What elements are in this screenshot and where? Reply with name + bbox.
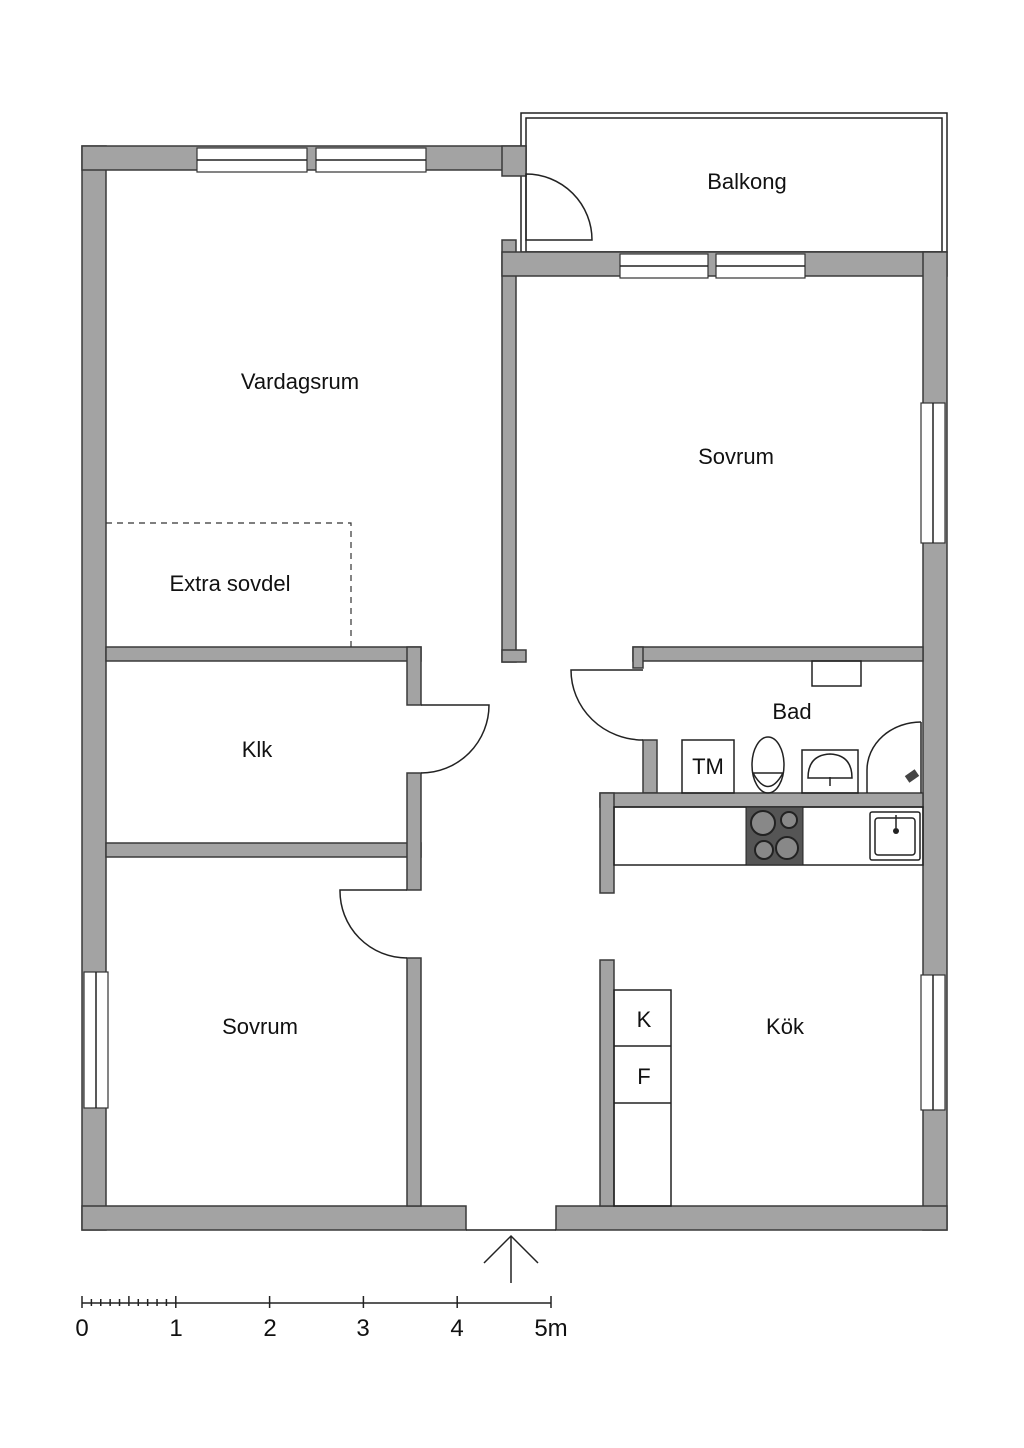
room-label-extra-sovdel: Extra sovdel bbox=[169, 571, 290, 596]
entrance-arrow-icon bbox=[483, 1234, 539, 1283]
scale-bar bbox=[81, 1296, 552, 1308]
room-label-vardagsrum: Vardagsrum bbox=[241, 369, 359, 394]
bedroom-door[interactable] bbox=[339, 889, 408, 959]
extra-sleeping-area-outline bbox=[106, 522, 352, 647]
scale-label: 2 bbox=[263, 1315, 276, 1342]
kitchen-fixtures bbox=[613, 806, 924, 1207]
sink-icon bbox=[869, 811, 921, 861]
room-label-sovrum: Sovrum bbox=[698, 444, 774, 469]
balcony-door[interactable] bbox=[525, 173, 593, 241]
scale-label: 1 bbox=[169, 1315, 182, 1342]
scale-label: 5m bbox=[534, 1315, 567, 1342]
bathroom-door[interactable] bbox=[570, 669, 644, 741]
doors bbox=[339, 173, 644, 959]
washing-machine-label: TM bbox=[692, 754, 724, 779]
toilet-icon bbox=[751, 736, 785, 794]
room-label-bad: Bad bbox=[772, 699, 811, 724]
scale-label: 4 bbox=[450, 1315, 463, 1342]
freezer-label: F bbox=[637, 1064, 650, 1089]
scale-label: 0 bbox=[75, 1315, 88, 1342]
cabinet bbox=[811, 660, 862, 687]
scale-label: 3 bbox=[356, 1315, 369, 1342]
stove-icon bbox=[745, 806, 804, 866]
fridge-freezer-unit bbox=[613, 989, 672, 1207]
room-label-balkong: Balkong bbox=[707, 169, 787, 194]
washing-machine bbox=[681, 739, 735, 794]
shower-icon bbox=[866, 721, 922, 793]
klk-door[interactable] bbox=[420, 704, 490, 774]
walls bbox=[81, 145, 948, 1231]
room-label-klk: Klk bbox=[242, 737, 274, 762]
room-label-sovrum-2: Sovrum bbox=[222, 1014, 298, 1039]
bathroom-fixtures bbox=[681, 660, 922, 794]
windows bbox=[83, 147, 946, 1231]
washbasin-icon bbox=[801, 749, 859, 794]
room-label-kok: Kök bbox=[766, 1014, 805, 1039]
fridge-label: K bbox=[637, 1007, 652, 1032]
